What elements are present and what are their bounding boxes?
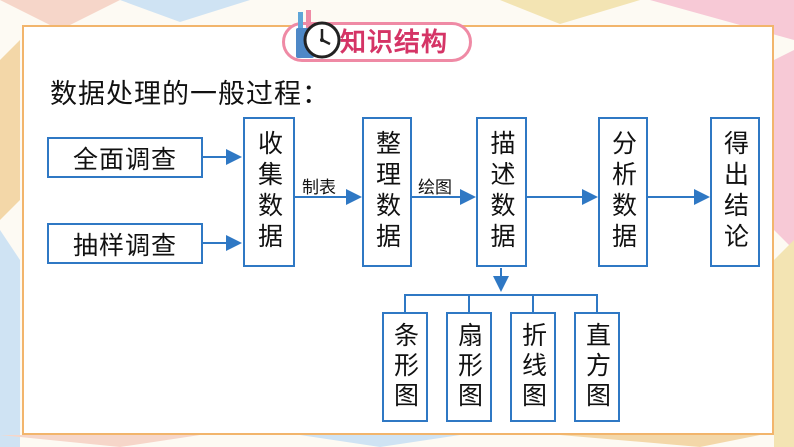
edge-label-tabulate: 制表 [302, 178, 336, 198]
page-heading: 数据处理的一般过程： [50, 79, 330, 110]
clock-icon [296, 10, 341, 59]
edge-label-draw: 绘图 [418, 178, 452, 198]
full-survey-box: 全面调查 [47, 137, 203, 178]
step-organize-data: 整理数据 [362, 117, 412, 267]
step-draw-conclusion: 得出结论 [710, 117, 760, 267]
chart-bracket [404, 294, 598, 312]
banner-title: 知识结构 [340, 28, 449, 58]
chart-type-pie: 扇形图 [446, 312, 492, 422]
chart-type-bar: 条形图 [382, 312, 428, 422]
chart-type-histogram: 直方图 [574, 312, 620, 422]
step-collect-data: 收集数据 [243, 117, 295, 267]
sample-survey-box: 抽样调查 [47, 223, 203, 264]
chart-type-line: 折线图 [510, 312, 556, 422]
step-analyze-data: 分析数据 [598, 117, 648, 267]
step-describe-data: 描述数据 [476, 117, 527, 267]
